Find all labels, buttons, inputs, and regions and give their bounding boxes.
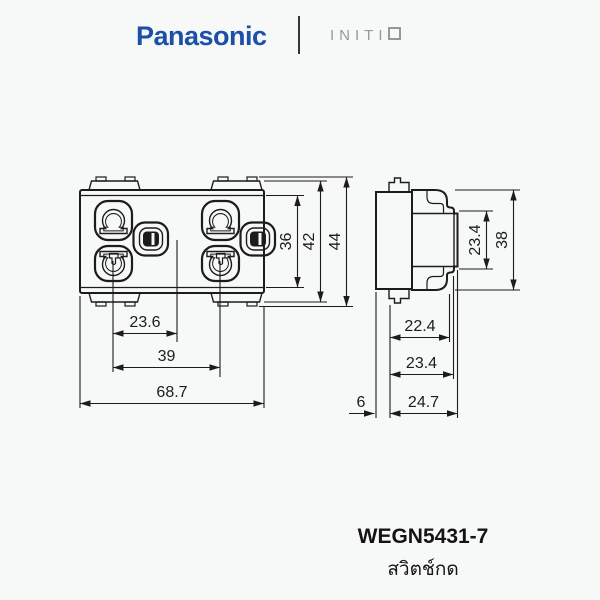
panasonic-logo: Panasonic <box>136 21 267 51</box>
dim-label-68-7: 68.7 <box>156 384 187 401</box>
initio-square-o-icon <box>387 27 401 40</box>
header-divider <box>298 16 300 54</box>
side-top-clip <box>388 177 410 192</box>
dim-label-36: 36 <box>278 233 295 251</box>
side-face-divisions <box>412 212 455 268</box>
dim-label-42: 42 <box>301 233 318 251</box>
dim-label-23-4-h: 23.4 <box>467 224 484 255</box>
socket-left <box>95 201 168 281</box>
side-bottom-clip <box>388 289 410 304</box>
dim-label-22-4: 22.4 <box>404 318 435 335</box>
front-bezel-lines <box>80 194 264 289</box>
front-extension-lines <box>79 240 265 408</box>
side-body-outline <box>375 191 413 290</box>
dim-label-38: 38 <box>494 231 511 249</box>
mounting-tabs <box>88 176 263 307</box>
side-face-steps <box>426 190 445 290</box>
side-extension-lines <box>375 270 459 418</box>
side-view: 22.4 23.4 24.7 6 23.4 38 <box>349 177 520 418</box>
dim-label-23-4-w: 23.4 <box>406 355 437 372</box>
front-right-extension-lines <box>259 176 353 308</box>
front-view: 23.6 39 68.7 36 42 44 <box>79 176 353 408</box>
dim-label-39: 39 <box>158 348 176 365</box>
side-right-extension-lines <box>455 189 520 291</box>
initio-letters: INITI <box>330 27 388 44</box>
initio-logo: INITI <box>330 27 401 44</box>
product-name-thai: สวิตช์กด <box>387 559 459 580</box>
dim-label-24-7: 24.7 <box>408 394 439 411</box>
dim-label-44: 44 <box>327 233 344 251</box>
dim-label-6: 6 <box>357 394 366 411</box>
dim-label-23-6: 23.6 <box>129 314 160 331</box>
side-face-outline <box>411 189 459 291</box>
product-model: WEGN5431-7 <box>357 525 489 548</box>
